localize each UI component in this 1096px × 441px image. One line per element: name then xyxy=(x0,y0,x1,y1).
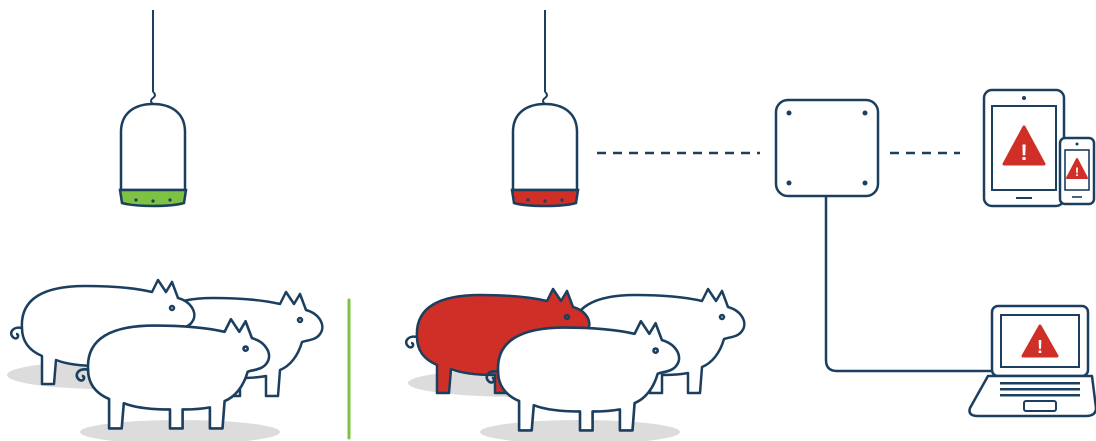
warning-symbol: ! xyxy=(1037,337,1043,357)
sensor-hook-right xyxy=(542,91,548,105)
tablet-icon: ! xyxy=(982,88,1066,208)
pig-shadow xyxy=(80,420,280,441)
ceiling-sensor-icon xyxy=(118,102,188,208)
laptop-trackpad xyxy=(1023,400,1057,412)
laptop-keyboard xyxy=(1000,382,1080,397)
sensor-status-light-normal xyxy=(118,188,188,208)
warning-symbol: ! xyxy=(1075,165,1079,179)
sensor-hook-left xyxy=(150,91,156,105)
pig-icon xyxy=(485,319,681,432)
laptop-icon: ! xyxy=(968,304,1096,418)
warning-triangle-icon: ! xyxy=(1021,324,1059,358)
sensor-status-light-alert xyxy=(510,188,580,208)
warning-triangle-icon: ! xyxy=(1066,158,1088,179)
gateway-box-icon xyxy=(774,98,880,198)
normal-pen xyxy=(7,10,324,441)
ceiling-sensor-icon xyxy=(510,102,580,208)
warning-triangle-icon: ! xyxy=(1002,125,1046,166)
wired-link-gateway-laptop xyxy=(824,196,992,373)
alert-pen xyxy=(404,10,746,441)
phone-icon: ! xyxy=(1058,136,1096,206)
pig-icon xyxy=(75,317,271,430)
warning-symbol: ! xyxy=(1020,140,1027,165)
